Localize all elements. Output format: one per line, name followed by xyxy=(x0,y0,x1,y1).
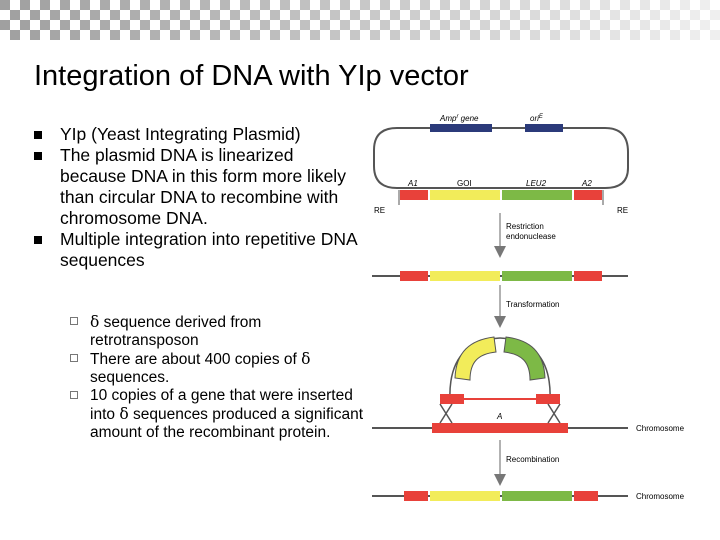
recombination-label: Recombination xyxy=(506,455,559,464)
linearized-dna xyxy=(372,271,628,281)
re-right-label: RE xyxy=(617,206,628,215)
goi-label: GOI xyxy=(457,179,472,188)
a1-segment xyxy=(400,190,428,200)
sub-bullet-item: δ sequence derived from retrotransposon xyxy=(68,313,368,350)
hollow-square-bullet-icon xyxy=(70,354,78,362)
leu2-label: LEU2 xyxy=(526,179,547,188)
a1-label: A1 xyxy=(407,179,418,188)
chromosome-label-1: Chromosome xyxy=(636,424,685,433)
endonuclease-label: endonuclease xyxy=(506,232,556,241)
leu2-segment xyxy=(502,190,572,200)
sub-bullet-item: 10 copies of a gene that were inserted i… xyxy=(68,387,368,442)
sub-bullet-list: δ sequence derived from retrotransposon … xyxy=(68,313,368,442)
bullet-item: YIp (Yeast Integrating Plasmid) xyxy=(34,124,364,145)
a2-segment xyxy=(574,190,602,200)
insertion-arch xyxy=(440,336,560,404)
bullet-item: The plasmid DNA is linearized because DN… xyxy=(34,145,364,229)
bullet-list: YIp (Yeast Integrating Plasmid) The plas… xyxy=(34,124,364,271)
hollow-square-bullet-icon xyxy=(70,317,78,325)
chromosome-label-2: Chromosome xyxy=(636,492,685,501)
bullet-item: Multiple integration into repetitive DNA… xyxy=(34,229,364,271)
plasmid: Ampr gene oriE A1 GOI LEU2 A2 RE RE xyxy=(373,114,629,215)
square-bullet-icon xyxy=(34,152,42,160)
sub-bullet-item: There are about 400 copies of δ sequence… xyxy=(68,350,368,387)
restriction-label: Restriction xyxy=(506,222,544,231)
chromosome-after: Chromosome xyxy=(372,491,685,501)
goi-segment xyxy=(430,190,500,200)
header-decoration xyxy=(0,0,720,40)
ampr-gene-label: Ampr gene xyxy=(439,114,479,123)
chromosome-before: A Chromosome xyxy=(372,403,685,433)
ori-segment xyxy=(525,124,563,132)
square-bullet-icon xyxy=(34,131,42,139)
transformation-label: Transformation xyxy=(506,300,560,309)
square-bullet-icon xyxy=(34,236,42,244)
a-label: A xyxy=(496,412,502,421)
a2-label: A2 xyxy=(581,179,592,188)
hollow-square-bullet-icon xyxy=(70,391,78,399)
ori-label: oriE xyxy=(530,114,544,123)
ampr-gene-segment xyxy=(430,124,492,132)
slide-title: Integration of DNA with YIp vector xyxy=(34,60,469,92)
re-left-label: RE xyxy=(374,206,385,215)
